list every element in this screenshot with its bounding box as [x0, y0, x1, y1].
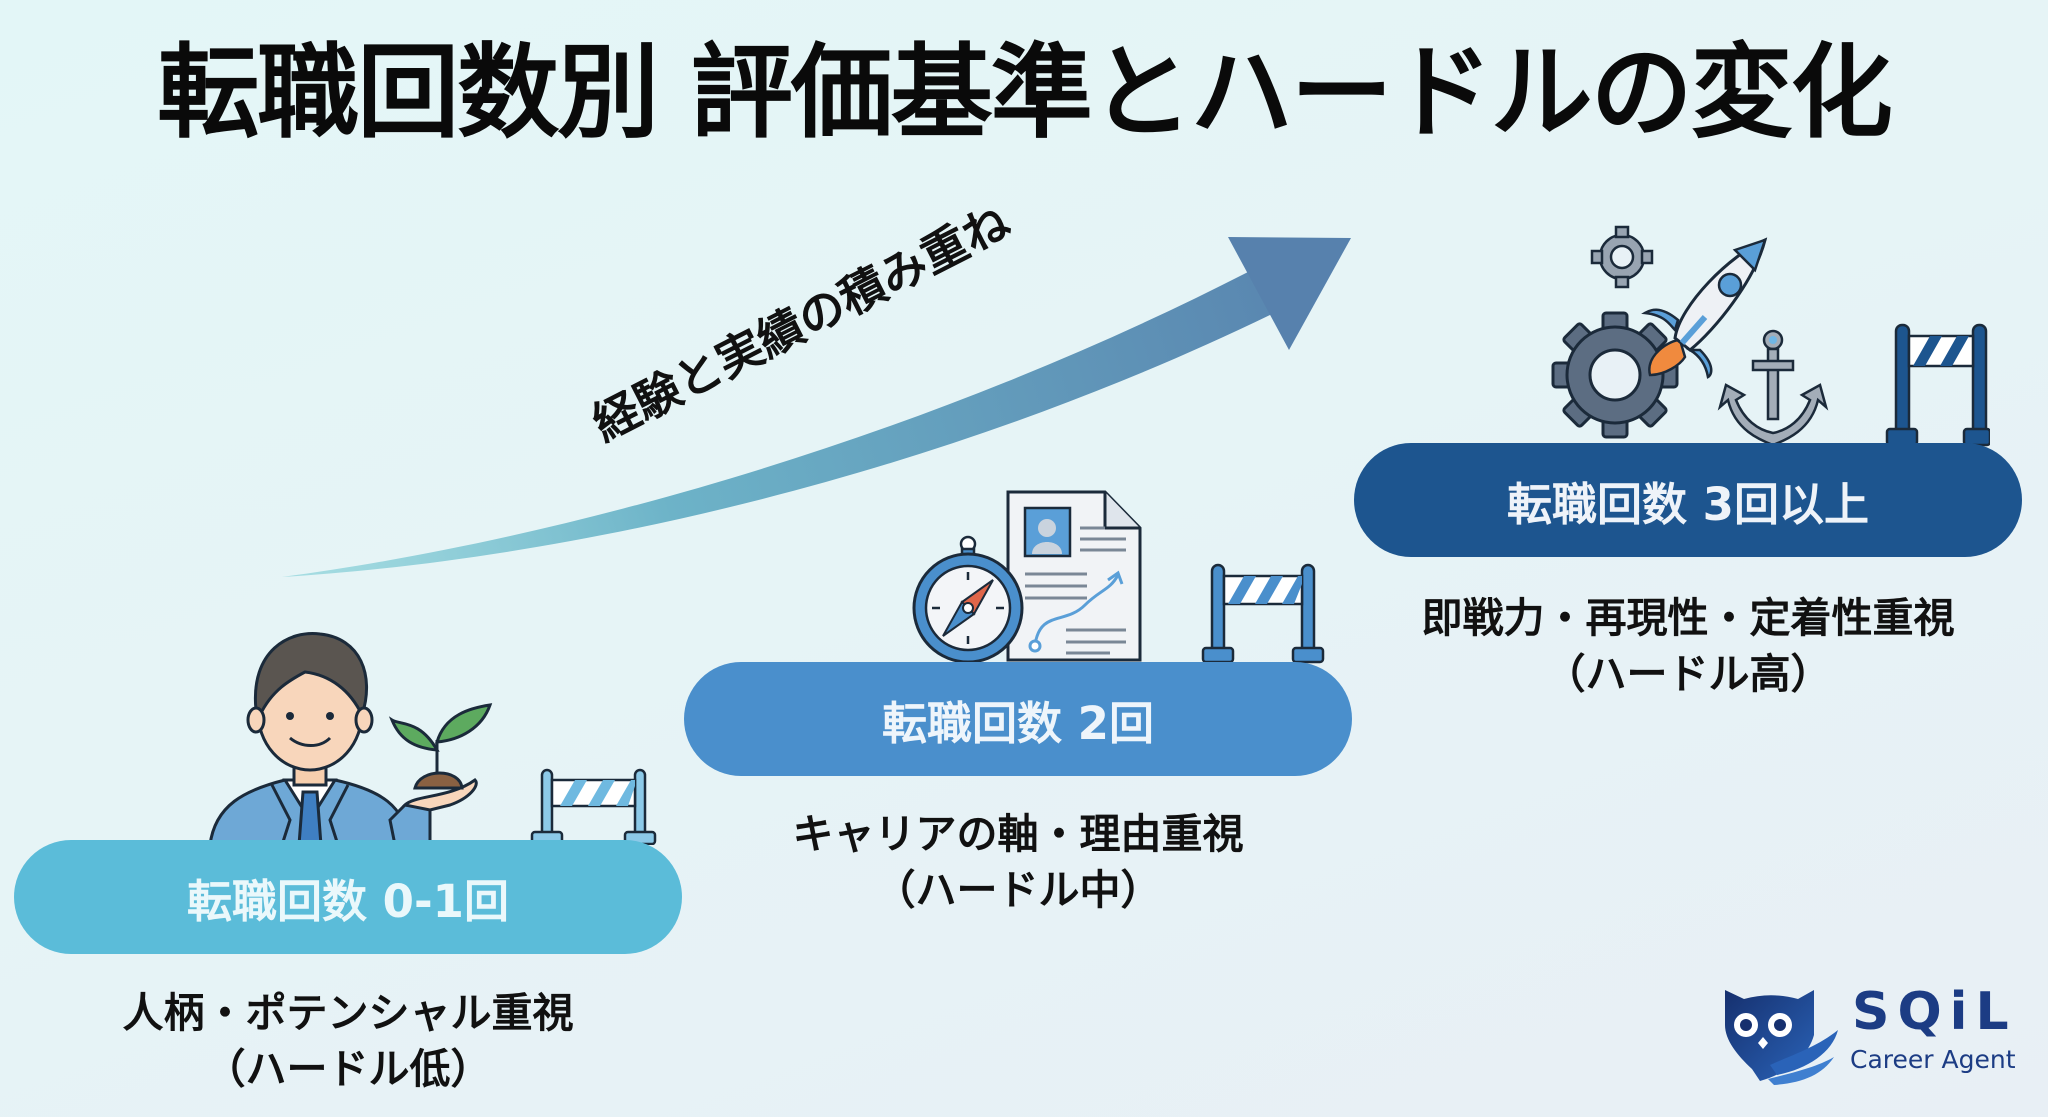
stage-2-badge: 転職回数 2回	[684, 662, 1352, 776]
stage-3-hurdle: （ハードル高）	[1544, 650, 1832, 698]
resume-icon	[1006, 490, 1142, 662]
stage-2-label: 転職回数 2回	[882, 696, 1154, 750]
stage-1-description: 人柄・ポテンシャル重視 （ハードル低）	[14, 985, 682, 1097]
gear-icon-small	[1590, 225, 1654, 289]
stage-1-badge: 転職回数 0-1回	[14, 840, 682, 954]
stage-1-hurdle: （ハードル低）	[204, 1045, 492, 1093]
sprout-icon	[388, 703, 493, 790]
stage-2-illustration	[912, 490, 1325, 664]
stage-2-description: キャリアの軸・理由重視 （ハードル中）	[684, 806, 1352, 918]
stage-1-label: 転職回数 0-1回	[187, 874, 509, 928]
stage-2-focus: キャリアの軸・理由重視	[792, 810, 1244, 858]
stage-3-badge: 転職回数 3回以上	[1354, 443, 2022, 557]
stage-1-focus: 人柄・ポテンシャル重視	[122, 989, 574, 1037]
barrier-icon	[530, 768, 657, 845]
rocket-icon	[1641, 237, 1768, 379]
arrow-head	[1228, 237, 1351, 350]
barrier-icon	[1885, 323, 1990, 447]
owl-logo-icon	[1725, 990, 1838, 1085]
logo-name: SQiL	[1852, 982, 2017, 1042]
stage-3-label: 転職回数 3回以上	[1507, 477, 1869, 531]
stage-2-hurdle: （ハードル中）	[874, 866, 1162, 914]
stage-3-illustration	[1551, 225, 1990, 447]
stage-3-description: 即戦力・再現性・定着性重視 （ハードル高）	[1354, 590, 2022, 702]
barrier-icon	[1201, 563, 1325, 664]
anchor-icon	[1717, 329, 1829, 447]
stage-3-focus: 即戦力・再現性・定着性重視	[1421, 594, 1955, 642]
page-title: 転職回数別 評価基準とハードルの変化	[157, 34, 1893, 153]
compass-icon	[912, 535, 1024, 664]
stage-1-illustration	[208, 632, 657, 845]
gear-icon	[1551, 311, 1679, 439]
logo-subtitle: Career Agent	[1850, 1045, 2016, 1074]
person-icon	[208, 632, 478, 845]
